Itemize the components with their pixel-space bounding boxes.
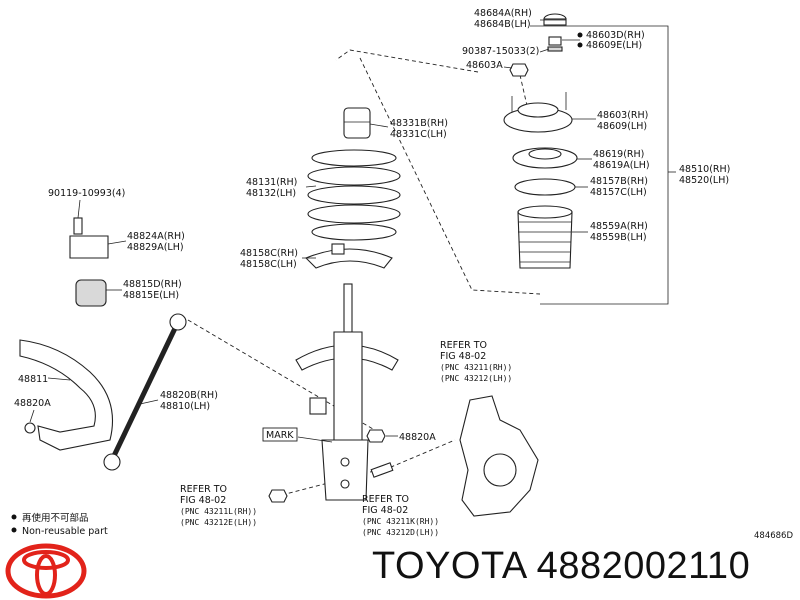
legend-text-en: Non-reusable part: [22, 526, 108, 537]
nut-48820a-right: [366, 429, 386, 443]
washer-90387: [547, 46, 563, 52]
label-48811: 48811: [18, 374, 48, 385]
lower-insulator: [305, 248, 393, 269]
label-48603a: 48603A: [466, 60, 503, 71]
label-refer-knuckle-2: FIG 48-02: [440, 351, 486, 362]
label-mark: MARK: [266, 430, 294, 441]
legend-bullet-jp: [11, 514, 17, 520]
label-48559a: 48559A(RH): [590, 221, 648, 232]
bump-stop: [343, 107, 371, 139]
label-refer-knuckle-3: (PNC 43211(RH)): [440, 363, 512, 372]
brand-part-caption: TOYOTA 4882002110: [372, 545, 751, 587]
legend-bullet-en: [11, 527, 17, 533]
label-48829a: 48829A(LH): [127, 242, 184, 253]
mark-box: [262, 427, 298, 442]
dust-boot: [517, 211, 573, 269]
label-48609e: 48609E(LH): [586, 40, 642, 51]
label-48810: 48810(LH): [160, 401, 210, 412]
nut-bottom-left: [268, 489, 288, 503]
lower-insulator-tab: [331, 243, 345, 255]
label-48158c-lh: 48158C(LH): [240, 259, 297, 270]
link-top-ball: [169, 313, 187, 331]
label-48157c: 48157C(LH): [590, 187, 647, 198]
label-48820a-left: 48820A: [14, 398, 51, 409]
bolt-bottom-right: [370, 462, 394, 478]
label-refer-bl-2: FIG 48-02: [180, 495, 226, 506]
stabilizer-bar: [19, 339, 114, 451]
label-48815d: 48815D(RH): [123, 279, 182, 290]
legend-text-jp: 再使用不可部品: [22, 512, 89, 524]
illustration-id: 484686D: [754, 531, 793, 541]
dust-cap-body: [543, 18, 567, 26]
stabilizer-link-rod: [109, 320, 181, 462]
spring-seat-inner: [528, 148, 562, 160]
stabilizer-bushing: [75, 279, 107, 307]
label-48820b: 48820B(RH): [160, 390, 218, 401]
label-48510: 48510(RH): [679, 164, 730, 175]
dust-boot-ribs: [518, 221, 572, 263]
label-refer-bl-3: (PNC 43211L(RH)): [180, 507, 257, 516]
label-48684a: 48684A(RH): [474, 8, 532, 19]
label-48619a: 48619A(LH): [593, 160, 650, 171]
label-48520: 48520(LH): [679, 175, 729, 186]
strut-body: [333, 331, 363, 441]
nut-48603a: [509, 63, 529, 77]
label-refer-knuckle-1: REFER TO: [440, 340, 487, 351]
non-reusable-marker-1: [577, 32, 583, 38]
label-48820a-right: 48820A: [399, 432, 436, 443]
label-48559b: 48559B(LH): [590, 232, 647, 243]
assembly-bracket: [530, 25, 669, 305]
label-refer-knuckle-4: (PNC 43212(LH)): [440, 374, 512, 383]
knuckle-hub: [483, 453, 517, 487]
label-48603d: 48603D(RH): [586, 30, 645, 41]
strut-tab: [309, 397, 327, 415]
upper-support-top: [517, 102, 559, 118]
label-48824a: 48824A(RH): [127, 231, 185, 242]
label-refer-bl-1: REFER TO: [180, 484, 227, 495]
label-90119: 90119-10993(4): [48, 188, 125, 199]
label-refer-br-4: (PNC 43212D(LH)): [362, 528, 439, 537]
dash-line-side: [359, 57, 541, 295]
link-bottom-ball: [103, 453, 121, 471]
label-48609: 48609(LH): [597, 121, 647, 132]
label-refer-bl-4: (PNC 43212E(LH)): [180, 518, 257, 527]
non-reusable-marker-2: [577, 42, 583, 48]
label-48619: 48619(RH): [593, 149, 644, 160]
label-48157b: 48157B(RH): [590, 176, 648, 187]
label-48684b: 48684B(LH): [474, 19, 531, 30]
bracket-hole-1: [340, 457, 350, 467]
bushing-bracket: [69, 235, 109, 259]
label-refer-br-3: (PNC 43211K(RH)): [362, 517, 439, 526]
label-48131: 48131(RH): [246, 177, 297, 188]
label-48158c-rh: 48158C(RH): [240, 248, 298, 259]
label-48331c: 48331C(LH): [390, 129, 447, 140]
piston-rod: [343, 283, 353, 333]
bracket-hole-2: [340, 479, 350, 489]
stabilizer-nut: [24, 422, 36, 434]
upper-nut: [548, 36, 562, 46]
label-refer-br-2: FIG 48-02: [362, 505, 408, 516]
label-48132: 48132(LH): [246, 188, 296, 199]
label-48815e: 48815E(LH): [123, 290, 179, 301]
bracket-bolt: [73, 217, 83, 235]
coil-spring: [307, 149, 401, 241]
label-refer-br-1: REFER TO: [362, 494, 409, 505]
upper-insulator: [514, 178, 576, 196]
leader-lines: [29, 19, 596, 443]
toyota-logo-icon: [5, 543, 87, 599]
strut-bracket: [321, 439, 369, 501]
label-48603: 48603(RH): [597, 110, 648, 121]
label-48331b: 48331B(RH): [390, 118, 448, 129]
dust-boot-top: [517, 205, 573, 219]
label-90387: 90387-15033(2): [462, 46, 539, 57]
dash-line-knuckle: [383, 439, 456, 471]
dash-line-top: [335, 49, 479, 73]
